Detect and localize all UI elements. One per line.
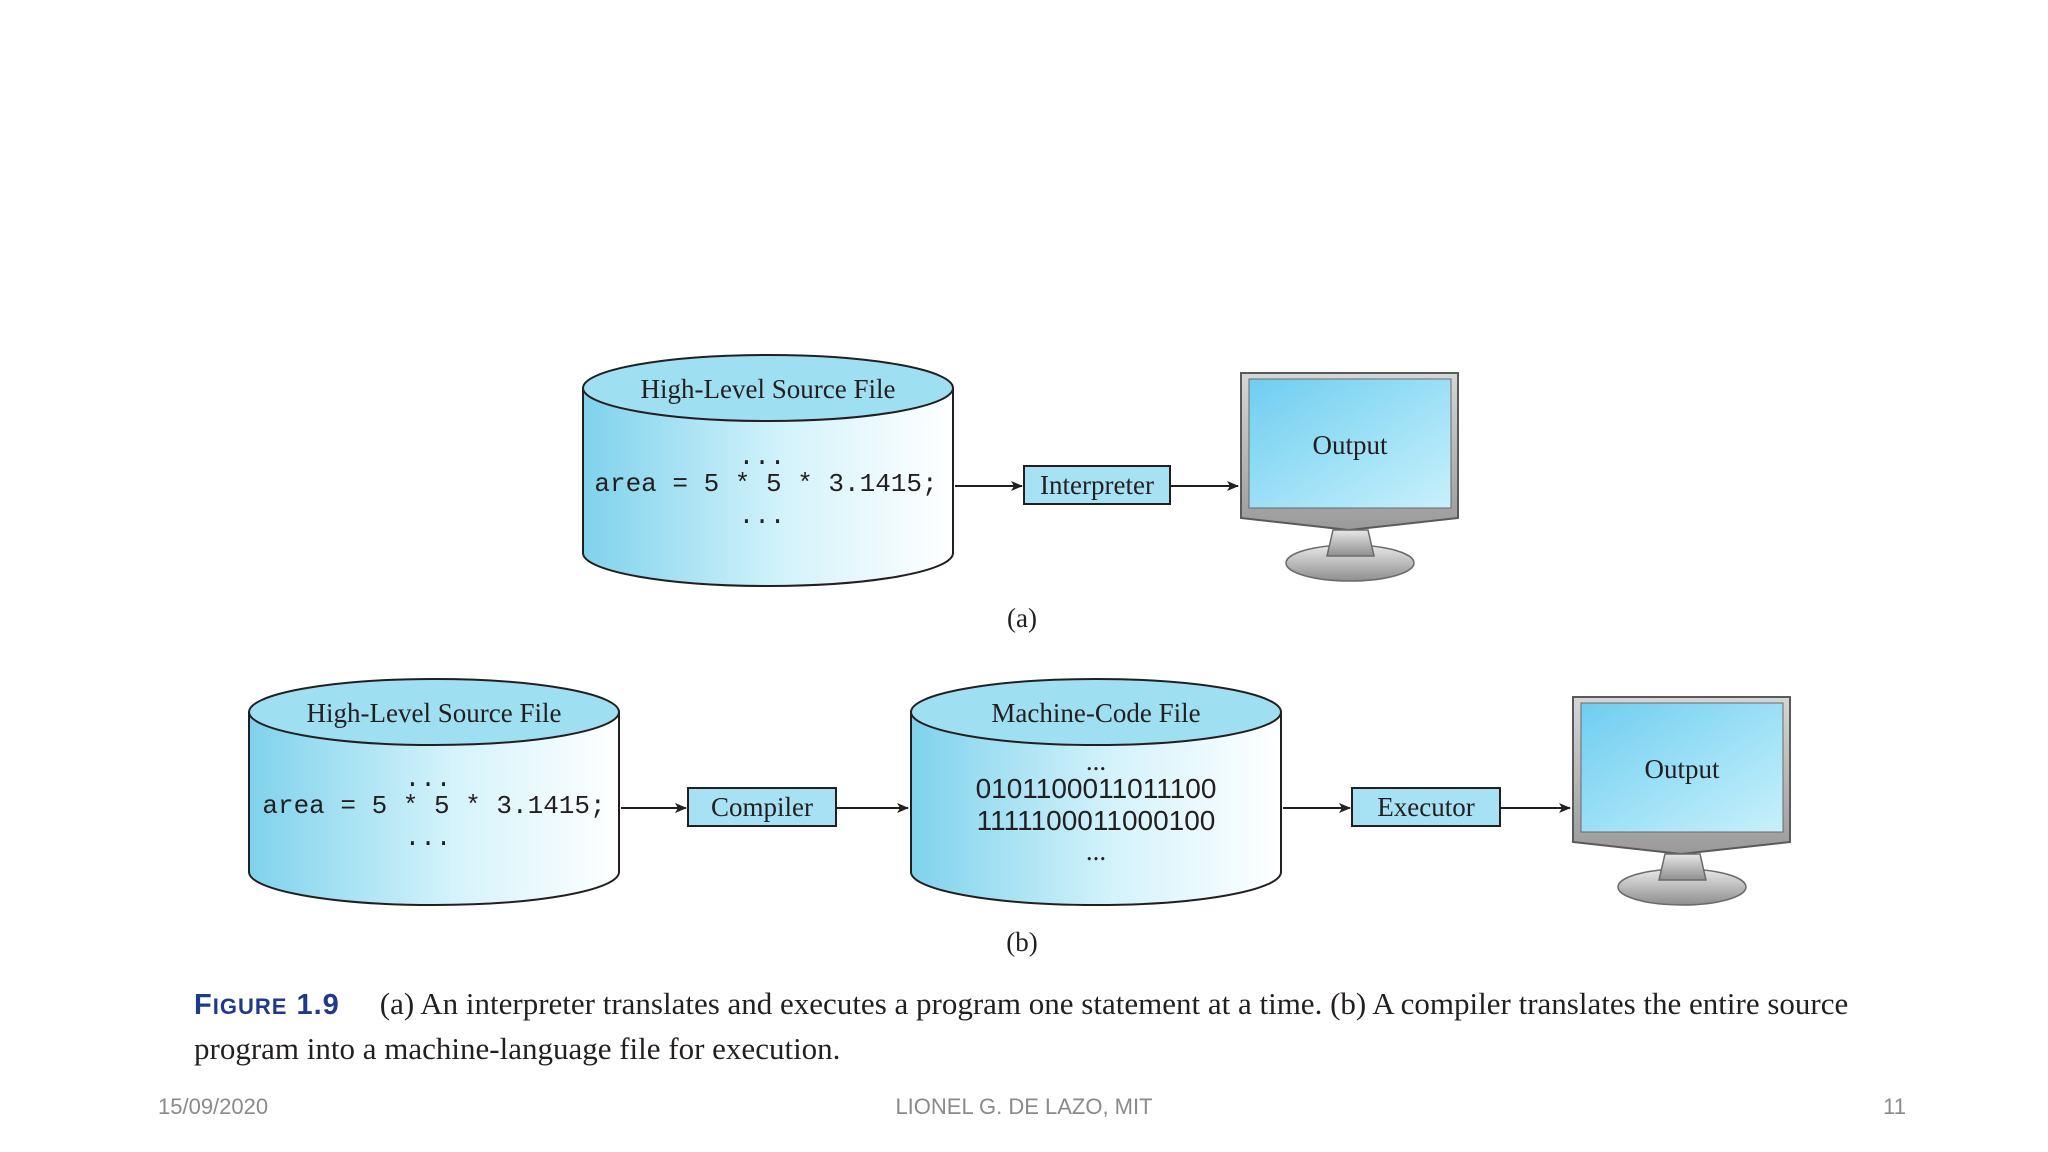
figure-caption: FIGURE 1.9(a) An interpreter translates … (194, 983, 1874, 1070)
diagram-a: High-Level Source File ... area = 5 * 5 … (582, 354, 1459, 633)
interpreter-box: Interpreter (1023, 465, 1171, 505)
figure-label-first: F (194, 989, 213, 1021)
monitor-icon-a: Output (1240, 372, 1459, 582)
machine-code-label: Machine-Code File (991, 698, 1200, 728)
footer-date: 15/09/2020 (158, 1094, 269, 1119)
code-dots-top-a: ... (739, 442, 786, 472)
executor-box: Executor (1351, 787, 1501, 827)
diagram-b: High-Level Source File ... area = 5 * 5 … (248, 678, 1791, 957)
sublabel-a: (a) (1007, 603, 1037, 633)
footer-page-number: 11 (1883, 1094, 1906, 1119)
machine-line-2: 1111100011000100 (977, 805, 1216, 836)
figure-label-number: 1.9 (296, 989, 340, 1021)
machine-dots-top: ... (1086, 746, 1106, 776)
code-dots-top-b: ... (405, 764, 452, 794)
code-dots-bottom-a: ... (739, 501, 786, 531)
caption-text: (a) An interpreter translates and execut… (194, 986, 1849, 1066)
code-line-a: area = 5 * 5 * 3.1415; (594, 469, 937, 499)
executor-label: Executor (1377, 792, 1474, 822)
machine-dots-bottom: ... (1086, 836, 1106, 866)
compiler-box: Compiler (687, 787, 837, 827)
output-label-a: Output (1312, 430, 1388, 460)
figure-label-rest: IGURE (212, 994, 288, 1019)
code-dots-bottom-b: ... (405, 823, 452, 853)
sublabel-b: (b) (1006, 927, 1037, 957)
compiler-label: Compiler (711, 792, 813, 822)
output-label-b: Output (1644, 754, 1720, 784)
source-file-cylinder-a: High-Level Source File ... area = 5 * 5 … (582, 354, 954, 587)
machine-line-1: 0101100011011100 (976, 773, 1217, 804)
source-file-label-a: High-Level Source File (641, 374, 896, 404)
source-file-label-b: High-Level Source File (307, 698, 562, 728)
source-file-cylinder-b: High-Level Source File ... area = 5 * 5 … (248, 678, 620, 906)
figure-label: FIGURE 1.9 (194, 989, 340, 1021)
figure-diagram: High-Level Source File ... area = 5 * 5 … (248, 354, 1791, 957)
monitor-icon-b: Output (1572, 696, 1791, 906)
code-line-b: area = 5 * 5 * 3.1415; (262, 791, 605, 821)
footer-author: LIONEL G. DE LAZO, MIT (895, 1094, 1153, 1119)
machine-code-cylinder: Machine-Code File ... 0101100011011100 1… (910, 678, 1282, 906)
interpreter-label: Interpreter (1040, 470, 1154, 500)
